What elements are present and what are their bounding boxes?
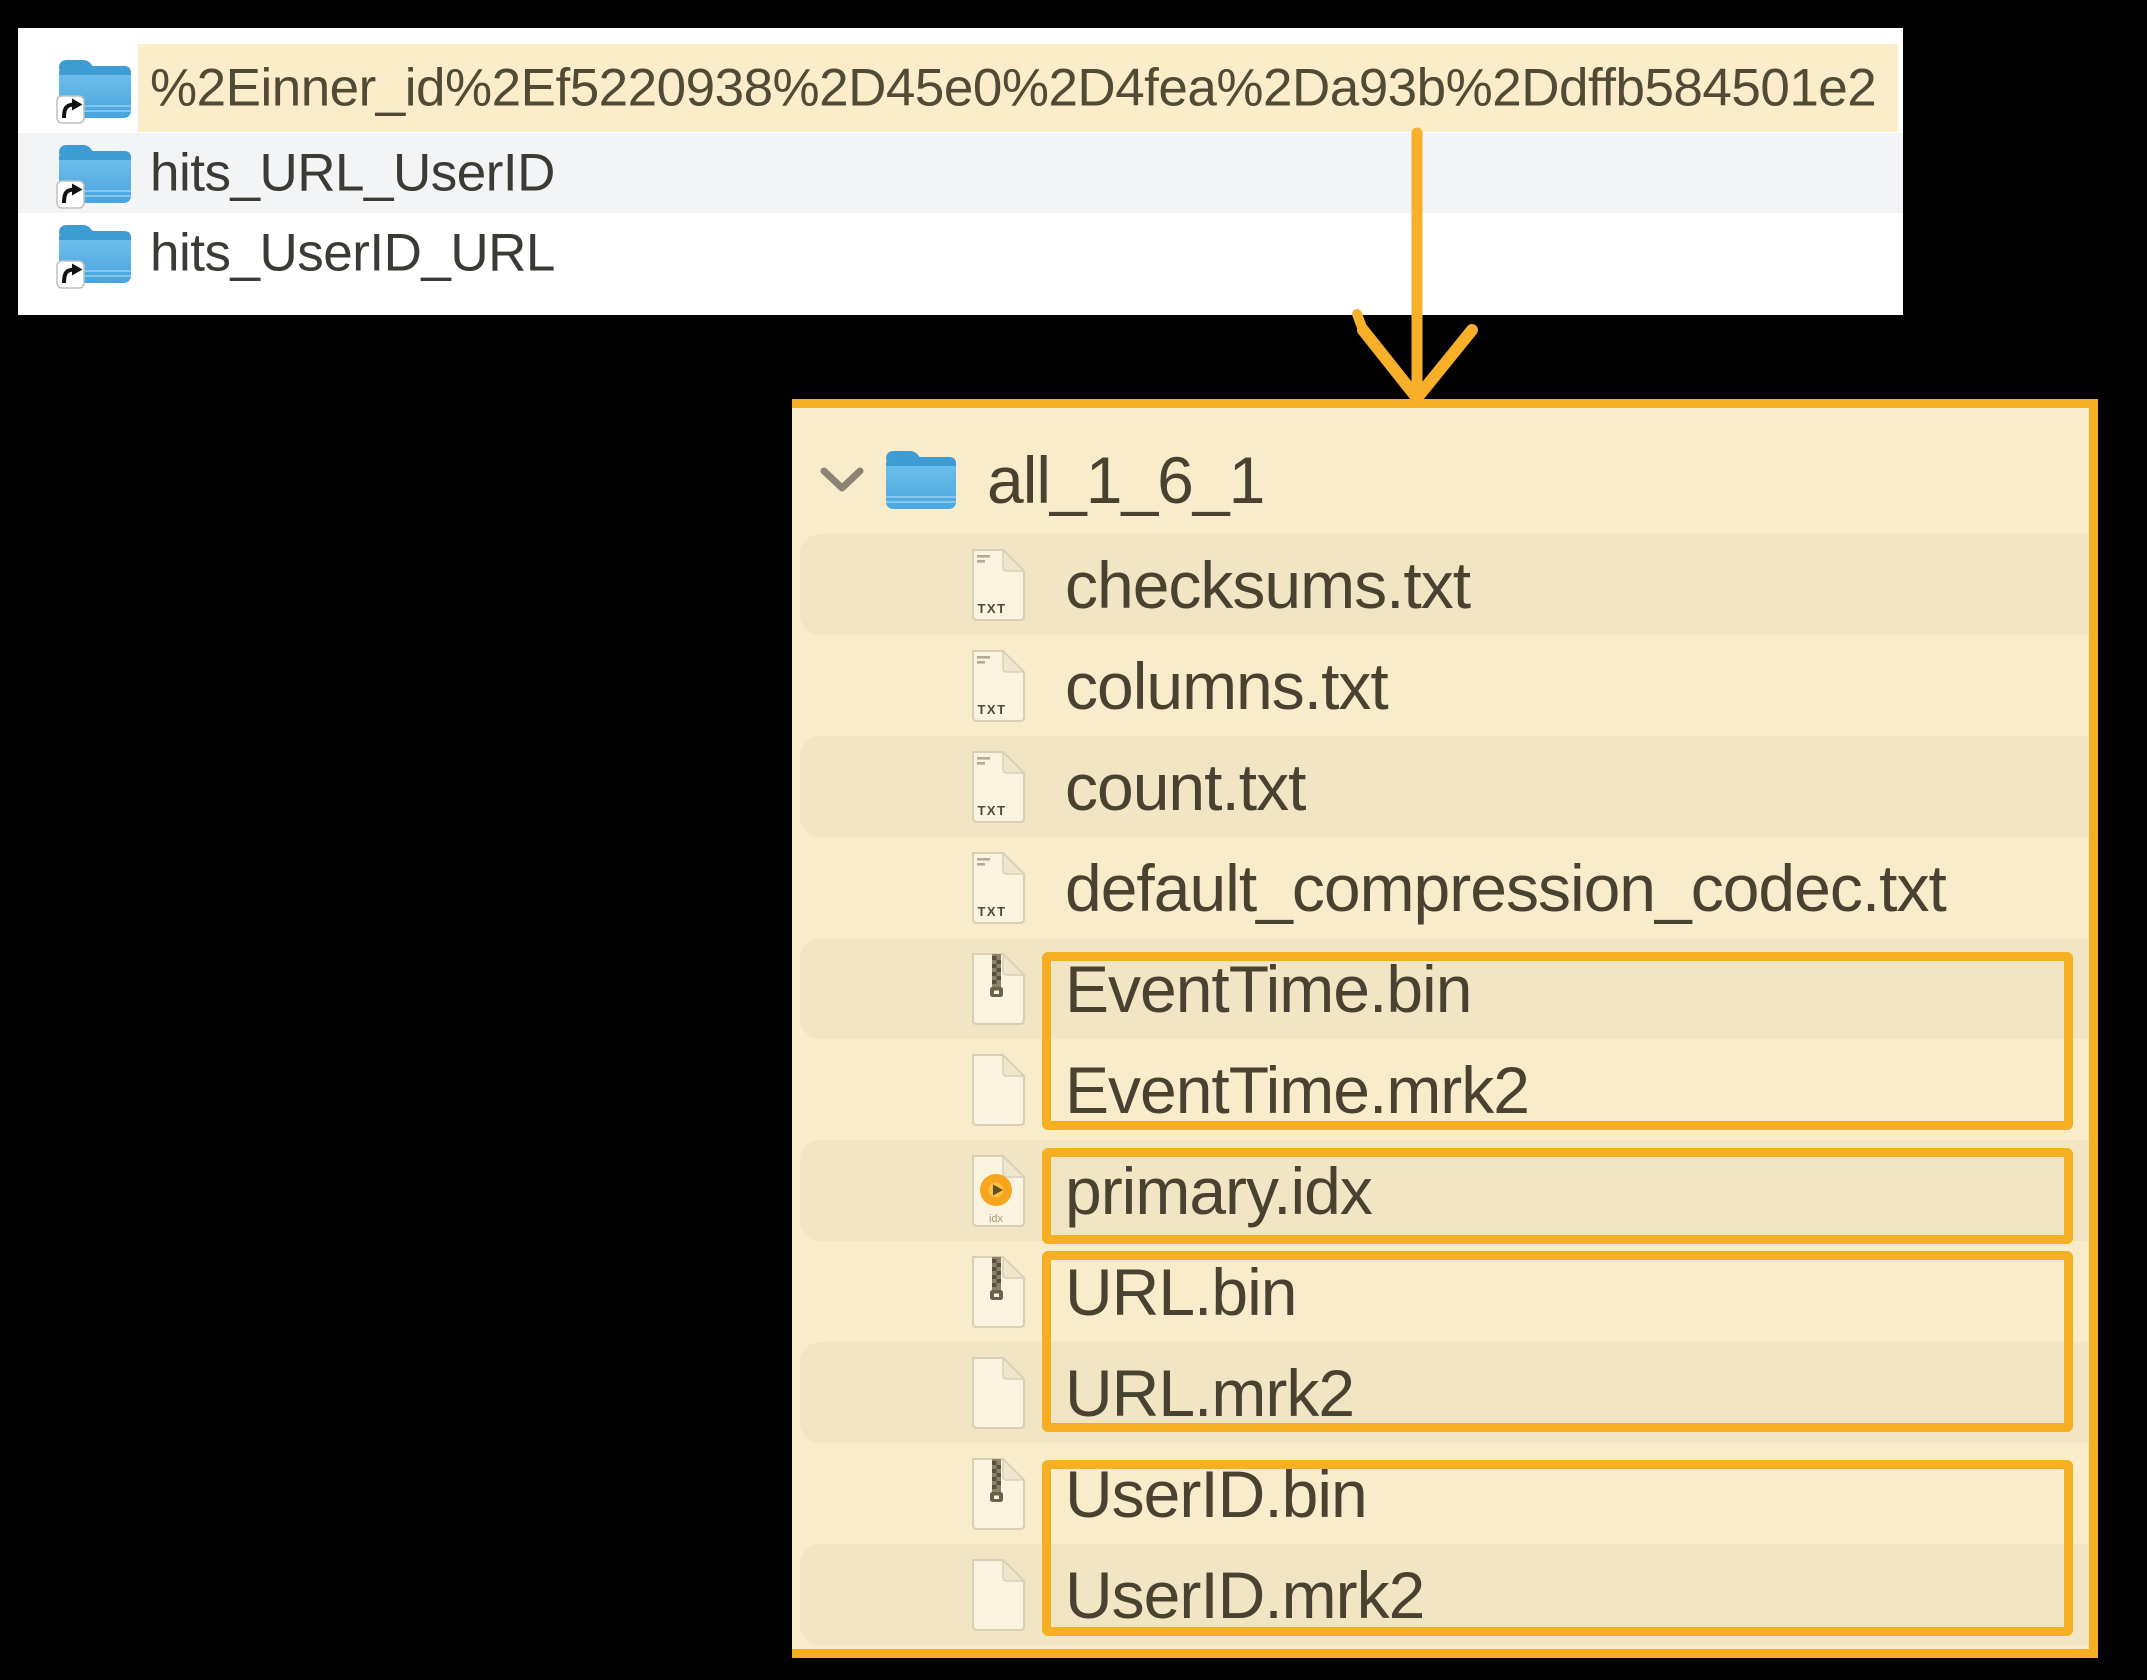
finder-item-label: hits_URL_UserID	[150, 143, 555, 203]
txt-document-icon: TXT	[972, 749, 1026, 823]
plain-document-icon	[972, 1557, 1026, 1631]
plain-document-icon	[972, 1052, 1026, 1126]
finder-list-panel: %2Einner_id%2Ef5220938%2D45e0%2D4fea%2Da…	[18, 28, 1903, 315]
folder-label: all_1_6_1	[987, 443, 1265, 517]
alias-badge-icon	[56, 180, 85, 209]
tree-row-folder[interactable]: all_1_6_1	[800, 430, 2089, 530]
tree-row[interactable]: UserID.mrk2	[800, 1544, 2089, 1645]
tree-row[interactable]: URL.bin	[800, 1241, 2089, 1342]
finder-item-label: hits_UserID_URL	[150, 223, 555, 283]
tree-row[interactable]: TXT default_compression_codec.txt	[800, 837, 2089, 938]
tree-item-label: UserID.mrk2	[1065, 1557, 1425, 1632]
down-arrow-annotation	[1352, 127, 1478, 404]
alias-badge-icon	[56, 95, 85, 124]
tree-item-label: EventTime.mrk2	[1065, 1052, 1530, 1127]
txt-document-icon: TXT	[972, 850, 1026, 924]
tree-item-label: count.txt	[1065, 749, 1306, 824]
part-folder-panel: all_1_6_1 TXT checksums.txt TXT columns.…	[792, 399, 2098, 1658]
finder-row[interactable]: hits_UserID_URL	[18, 213, 1903, 293]
finder-item-label: %2Einner_id%2Ef5220938%2D45e0%2D4fea%2Da…	[150, 58, 1877, 118]
folder-alias-icon	[56, 145, 131, 209]
plain-document-icon	[972, 1355, 1026, 1429]
tree-row[interactable]: TXT count.txt	[800, 736, 2089, 837]
binary-zip-document-icon	[972, 951, 1026, 1025]
finder-row[interactable]: hits_URL_UserID	[18, 133, 1903, 213]
tree-row[interactable]: TXT checksums.txt	[800, 534, 2089, 635]
binary-zip-document-icon	[972, 1456, 1026, 1530]
binary-zip-document-icon	[972, 1254, 1026, 1328]
finder-row[interactable]: %2Einner_id%2Ef5220938%2D45e0%2D4fea%2Da…	[18, 44, 1903, 132]
folder-icon	[886, 451, 956, 509]
svg-text:TXT: TXT	[977, 601, 1006, 616]
chevron-down-icon[interactable]	[820, 466, 864, 494]
tree-row[interactable]: EventTime.mrk2	[800, 1039, 2089, 1140]
tree-row[interactable]: idx primary.idx	[800, 1140, 2089, 1241]
selection-highlight	[138, 44, 1898, 132]
tree-item-label: checksums.txt	[1065, 547, 1471, 622]
tree-item-label: UserID.bin	[1065, 1456, 1368, 1531]
tree-row[interactable]: UserID.bin	[800, 1443, 2089, 1544]
tree-item-label: URL.bin	[1065, 1254, 1297, 1329]
svg-text:idx: idx	[989, 1213, 1004, 1225]
folder-alias-icon	[56, 60, 131, 124]
tree-item-label: primary.idx	[1065, 1153, 1373, 1228]
tree-item-label: default_compression_codec.txt	[1065, 850, 1947, 925]
txt-document-icon: TXT	[972, 547, 1026, 621]
tree-row[interactable]: URL.mrk2	[800, 1342, 2089, 1443]
tree-row[interactable]: EventTime.bin	[800, 938, 2089, 1039]
svg-text:TXT: TXT	[977, 904, 1006, 919]
tree-item-label: EventTime.bin	[1065, 951, 1472, 1026]
folder-alias-icon	[56, 225, 131, 289]
index-document-icon: idx	[972, 1153, 1026, 1227]
txt-document-icon: TXT	[972, 648, 1026, 722]
tree-row[interactable]: TXT columns.txt	[800, 635, 2089, 736]
tree-item-label: columns.txt	[1065, 648, 1389, 723]
svg-text:TXT: TXT	[977, 702, 1006, 717]
tree-item-label: URL.mrk2	[1065, 1355, 1355, 1430]
alias-badge-icon	[56, 260, 85, 289]
svg-text:TXT: TXT	[977, 803, 1006, 818]
